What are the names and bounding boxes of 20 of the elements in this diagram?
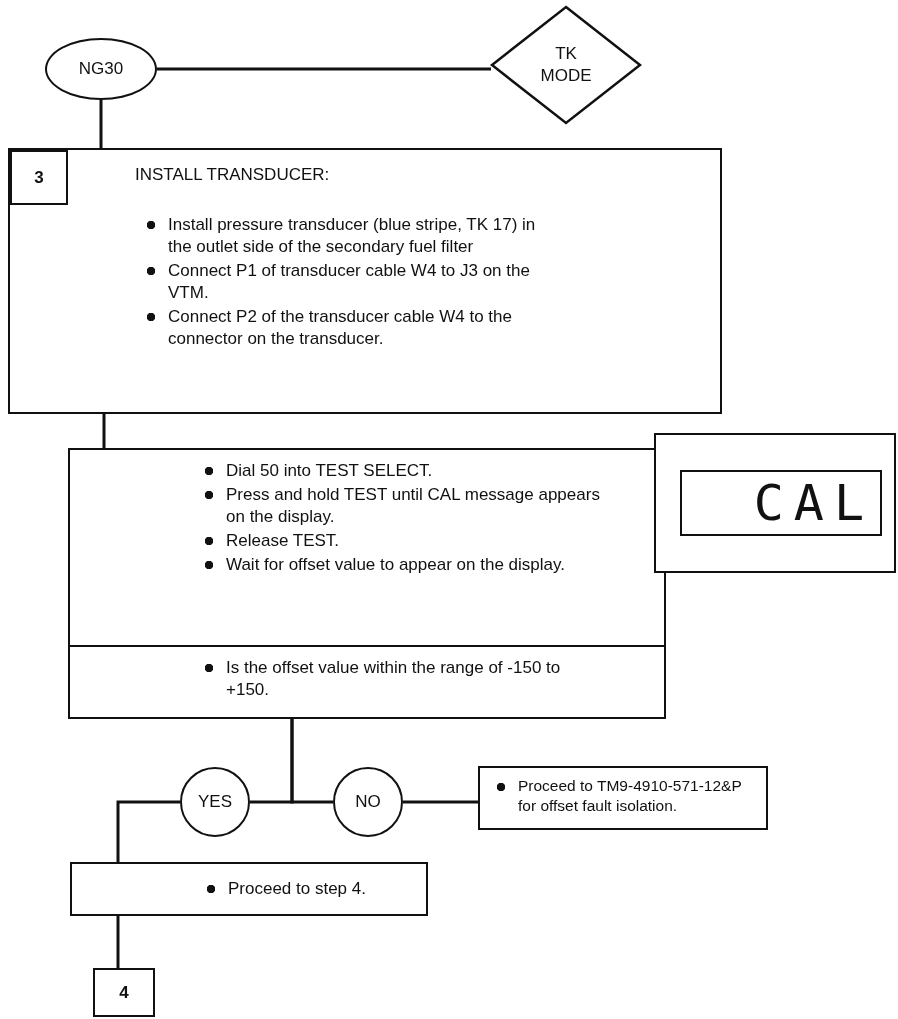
display-screen: CAL bbox=[680, 470, 882, 536]
procedure-box bbox=[70, 862, 428, 916]
connector-line bbox=[102, 414, 106, 448]
connector-line bbox=[116, 916, 120, 968]
step-number-box: 3 bbox=[10, 150, 68, 205]
connector-line bbox=[99, 100, 103, 148]
procedure-box bbox=[68, 645, 666, 719]
connector-line bbox=[403, 800, 478, 804]
connector-line bbox=[157, 67, 491, 71]
connector-line bbox=[116, 800, 180, 862]
procedure-box bbox=[8, 148, 722, 414]
decision-circle: NO bbox=[333, 767, 403, 837]
terminal-oval: NG30 bbox=[45, 38, 157, 100]
connector-line bbox=[290, 719, 333, 804]
step-number-box: 4 bbox=[93, 968, 155, 1017]
decision-diamond: TK MODE bbox=[490, 5, 642, 125]
decision-circle: YES bbox=[180, 767, 250, 837]
procedure-box bbox=[68, 448, 666, 648]
step-heading: INSTALL TRANSDUCER: bbox=[135, 164, 330, 186]
procedure-box bbox=[478, 766, 768, 830]
